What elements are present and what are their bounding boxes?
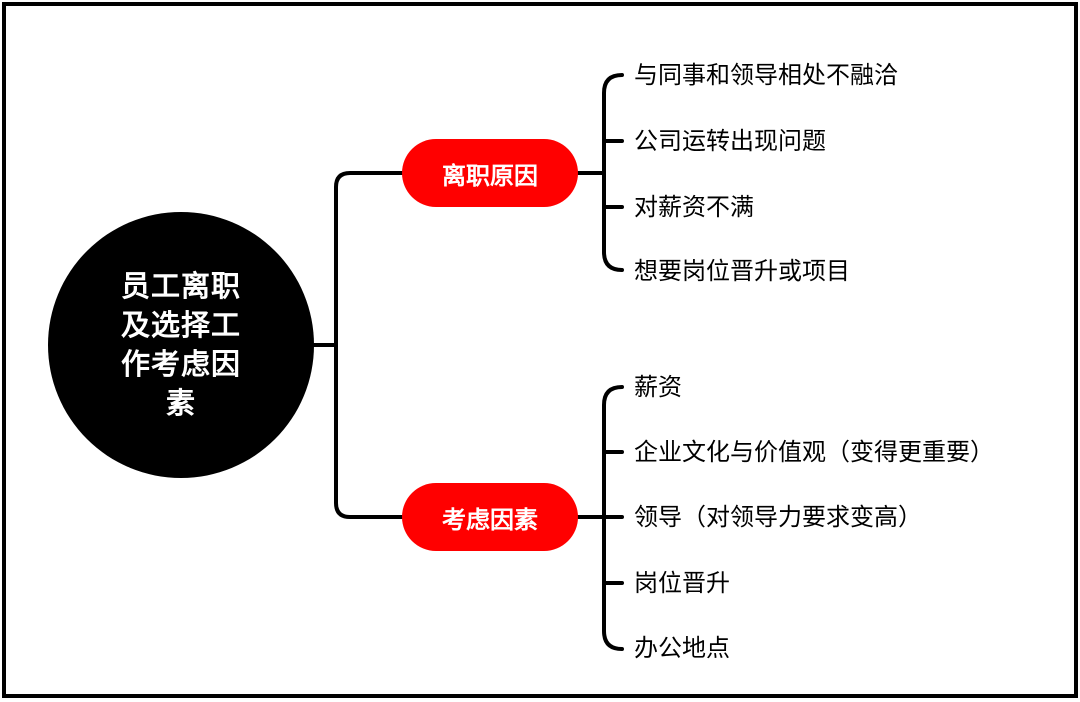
leaf-item: 岗位晋升 <box>634 569 730 597</box>
connector-root-to-branches <box>334 171 406 519</box>
leaf-item: 想要岗位晋升或项目 <box>634 257 850 285</box>
root-title: 员工离职及选择工作考虑因素 <box>120 269 241 420</box>
root-node: 员工离职及选择工作考虑因素 <box>48 212 314 478</box>
leaf-item: 领导（对领导力要求变高） <box>634 503 922 531</box>
connector-branch1-bracket <box>602 73 624 272</box>
branch-label: 考虑因素 <box>442 505 538 534</box>
leaf-item: 薪资 <box>634 373 682 401</box>
branch-label: 离职原因 <box>442 161 538 190</box>
branch-node-leaving-reasons: 离职原因 <box>402 139 578 207</box>
leaf-item: 公司运转出现问题 <box>634 127 826 155</box>
leaf-item: 企业文化与价值观（变得更重要） <box>634 438 994 466</box>
leaf-item: 办公地点 <box>634 634 730 662</box>
branch-node-considerations: 考虑因素 <box>402 483 578 551</box>
leaf-item: 对薪资不满 <box>634 193 754 221</box>
leaf-item: 与同事和领导相处不融洽 <box>634 61 898 89</box>
